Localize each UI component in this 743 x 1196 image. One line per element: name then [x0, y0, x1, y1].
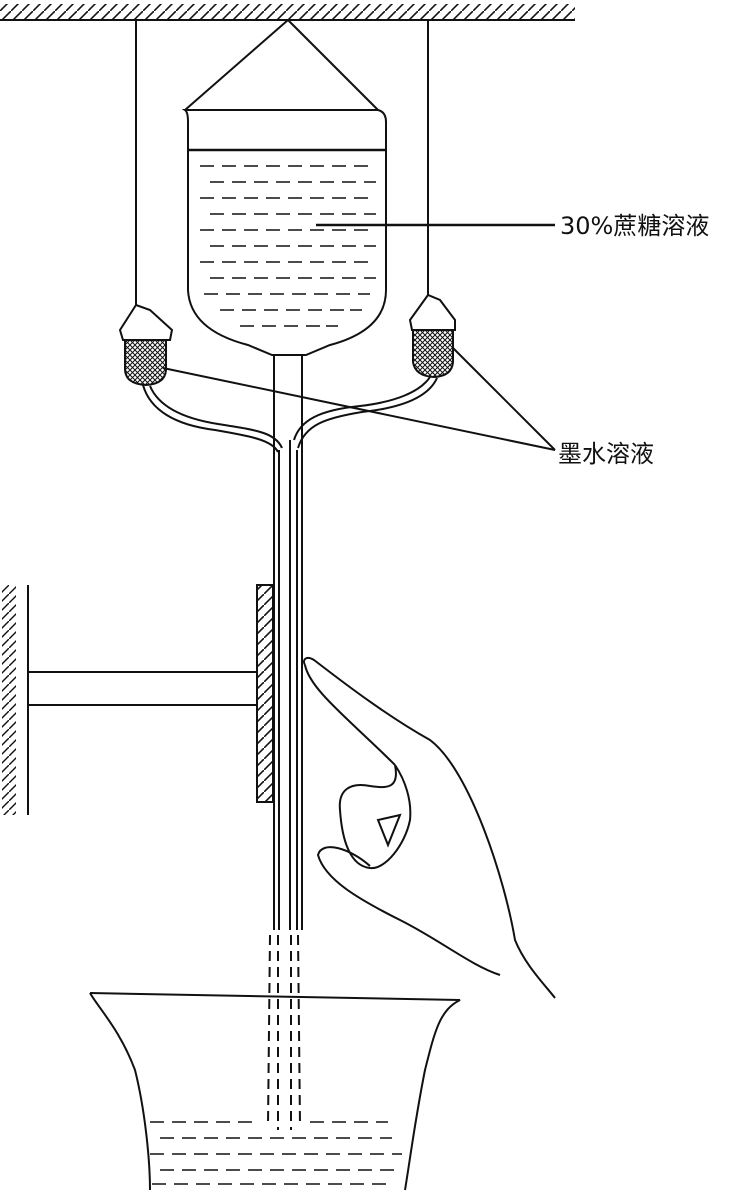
label-leaders — [162, 223, 556, 451]
basin-liquid-dashes — [150, 1121, 402, 1185]
wall-support — [2, 584, 274, 815]
falling-stream — [267, 934, 301, 1130]
left-ink-funnel — [118, 303, 174, 387]
pointing-hand — [303, 656, 556, 999]
ceiling — [0, 4, 575, 21]
receiving-basin — [89, 992, 461, 1191]
ink-solution-label: 墨水溶液 — [558, 440, 654, 468]
sucrose-solution-label: 30%蔗糖溶液 — [560, 212, 709, 240]
sucrose-liquid-dashes — [200, 165, 376, 327]
ink-tubes — [142, 376, 438, 453]
sucrose-reservoir — [181, 109, 387, 356]
right-ink-funnel — [408, 293, 456, 379]
suspension-strings — [135, 19, 429, 305]
